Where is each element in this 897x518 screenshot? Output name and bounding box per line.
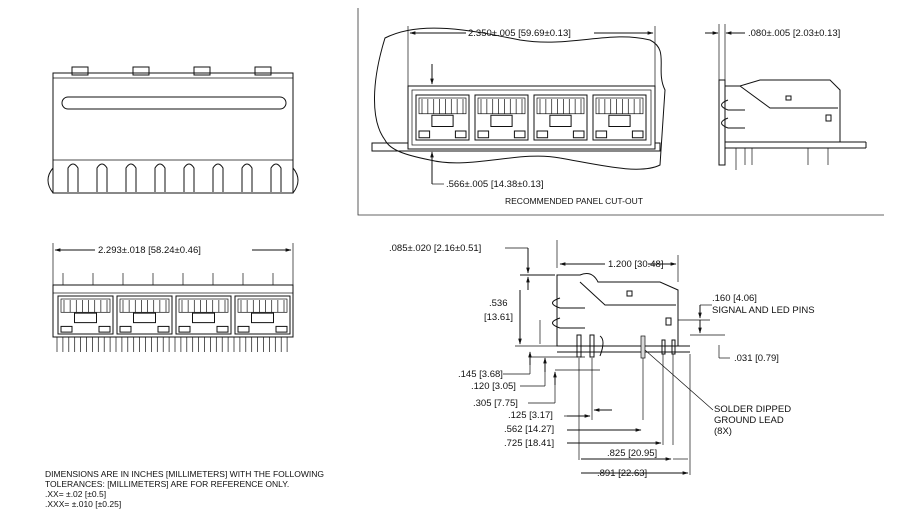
port-outline	[57, 295, 114, 335]
led-left	[536, 130, 549, 139]
leg-outline	[96, 163, 108, 192]
port-contacts	[237, 298, 288, 313]
port-outline	[116, 295, 173, 335]
note-line-3: .XX= ±.02 [±0.5]	[45, 489, 106, 499]
latch-slot	[490, 114, 513, 127]
solder-label-3: (8X)	[714, 426, 732, 437]
pin-x-c: .725 [18.41]	[504, 438, 554, 449]
led-left	[178, 325, 191, 333]
note-line-2: TOLERANCES: [MILLIMETERS] ARE FOR REFERE…	[45, 479, 289, 489]
port-contacts	[60, 298, 111, 313]
led-left	[60, 325, 73, 333]
led-right	[631, 130, 644, 139]
signal-label: SIGNAL AND LED PINS	[712, 305, 815, 316]
led-right	[157, 325, 170, 333]
port-outline	[234, 295, 291, 335]
led-right	[513, 130, 526, 139]
port-outline	[474, 94, 529, 141]
pin-x-b: .562 [14.27]	[504, 424, 554, 435]
led-left	[418, 130, 431, 139]
height-dim-in: .536	[489, 298, 508, 309]
port-contacts	[536, 97, 585, 115]
pin-x-e: .891 [22.63]	[597, 468, 647, 479]
panel-cutout-frame: 2.350±.005 [59.69±0.13] .566±.005 [14.38…	[357, 8, 884, 216]
led-right	[275, 325, 288, 333]
port-contacts	[418, 97, 467, 115]
pin-height-a: .145 [3.68]	[458, 369, 503, 380]
top-view	[47, 66, 299, 194]
latch-slot	[74, 312, 97, 324]
latch-slot	[251, 312, 274, 324]
pin-height-b: .120 [3.05]	[471, 381, 516, 392]
panel-thickness-dim: .080±.005 [2.03±0.13]	[748, 28, 840, 39]
top-offset-dim: .085±.020 [2.16±0.51]	[389, 243, 481, 254]
leg-outline	[270, 163, 282, 192]
port-contacts	[595, 97, 644, 115]
port-outline	[175, 295, 232, 335]
leg-outline	[241, 163, 253, 192]
pin-x-d: .825 [20.95]	[607, 448, 657, 459]
led-right	[572, 130, 585, 139]
led-right	[454, 130, 467, 139]
latch-slot	[133, 312, 156, 324]
port-outline	[592, 94, 647, 141]
latch-slot	[549, 114, 572, 127]
depth-dim: 1.200 [30.48]	[608, 259, 663, 270]
side-view: .085±.020 [2.16±0.51] 1.200 [30.48] .536…	[389, 240, 815, 479]
note-line-4: .XXX= ±.010 [±0.25]	[45, 499, 121, 509]
port-contacts	[477, 97, 526, 115]
pin-height-c: .305 [7.75]	[473, 398, 518, 409]
pin-width-dim: .031 [0.79]	[734, 353, 779, 364]
leg-outline	[183, 163, 195, 192]
leg-outline	[67, 163, 79, 192]
led-right	[216, 325, 229, 333]
height-dim-mm: [13.61]	[484, 312, 513, 323]
port-outline	[533, 94, 588, 141]
pin-x-a: .125 [3.17]	[508, 410, 553, 421]
port-contacts	[119, 298, 170, 313]
solder-label-1: SOLDER DIPPED	[714, 404, 791, 415]
body-width-dim: 2.293±.018 [58.24±0.46]	[98, 245, 201, 256]
front-view: 2.293±.018 [58.24±0.46]	[52, 243, 294, 352]
leg-outline	[125, 163, 137, 192]
signal-dim: .160 [4.06]	[712, 293, 757, 304]
solder-label-2: GROUND LEAD	[714, 415, 784, 426]
led-left	[237, 325, 250, 333]
leg-outline	[212, 163, 224, 192]
tolerance-notes: DIMENSIONS ARE IN INCHES [MILLIMETERS] W…	[45, 469, 324, 509]
led-left	[595, 130, 608, 139]
latch-slot	[431, 114, 454, 127]
leg-outline	[154, 163, 166, 192]
led-left	[119, 325, 132, 333]
latch-slot	[192, 312, 215, 324]
led-left	[477, 130, 490, 139]
panel-height-dim: .566±.005 [14.38±0.13]	[446, 179, 544, 190]
port-outline	[415, 94, 470, 141]
port-contacts	[178, 298, 229, 313]
latch-slot	[608, 114, 631, 127]
panel-width-dim: 2.350±.005 [59.69±0.13]	[468, 28, 571, 39]
note-line-1: DIMENSIONS ARE IN INCHES [MILLIMETERS] W…	[45, 469, 324, 479]
panel-cutout-label: RECOMMENDED PANEL CUT-OUT	[505, 196, 643, 206]
led-right	[98, 325, 111, 333]
